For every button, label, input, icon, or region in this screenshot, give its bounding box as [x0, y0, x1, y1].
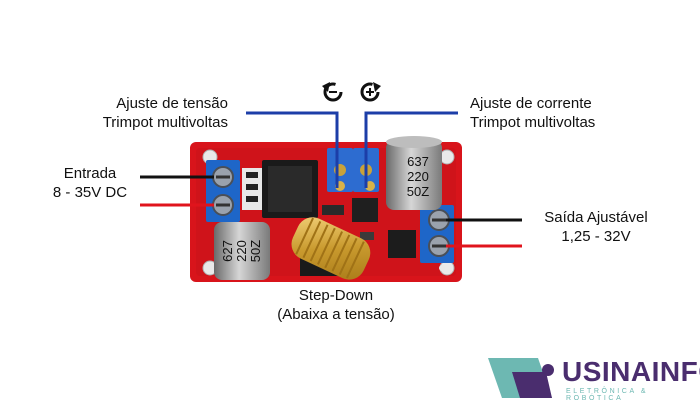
- regulator-ic: [242, 160, 318, 218]
- usinainfo-logo-icon: [488, 358, 554, 398]
- cap-left-text3: 50Z: [248, 240, 263, 262]
- voltage-trimpot: [327, 148, 353, 192]
- input-wires: [140, 175, 214, 207]
- input-line1: Entrada: [63, 165, 117, 182]
- cap-right-text1: 637: [407, 154, 429, 169]
- brand-tagline: ELETRÔNICA & ROBÓTICA: [566, 388, 649, 402]
- module-line2: (Abaixa a tensão): [277, 306, 395, 323]
- output-line2: 1,25 - 32V: [561, 228, 631, 245]
- module-line1: Step-Down: [298, 287, 374, 304]
- output-terminal: [420, 205, 454, 263]
- output-line1: Saída Ajustável: [544, 209, 648, 226]
- input-label: Entrada 8 - 35V DC: [40, 164, 140, 202]
- input-line2: 8 - 35V DC: [52, 184, 128, 201]
- cap-left-text2: 220: [234, 240, 249, 262]
- brand-logo: USINAINFO ELETRÔNICA & ROBÓTICA: [486, 352, 700, 402]
- current-adjust-line2: Trimpot multivoltas: [470, 114, 596, 131]
- brand-name: USINAINFO: [562, 356, 700, 387]
- capacitor-left: 627 220 50Z: [214, 222, 270, 280]
- module-label: Step-Down (Abaixa a tensão): [256, 286, 416, 324]
- output-wires: [446, 218, 522, 248]
- voltage-pointer-line: [246, 111, 339, 188]
- output-label: Saída Ajustável 1,25 - 32V: [526, 208, 666, 246]
- cap-right-text2: 220: [407, 169, 429, 184]
- inductor-coil: [291, 217, 371, 280]
- voltage-adjust-line1: Ajuste de tensão: [116, 95, 228, 112]
- voltage-adjust-line2: Trimpot multivoltas: [102, 114, 228, 131]
- voltage-adjust-label: Ajuste de tensão Trimpot multivoltas: [96, 94, 228, 132]
- current-adjust-line1: Ajuste de corrente: [470, 95, 592, 112]
- current-adjust-label: Ajuste de corrente Trimpot multivoltas: [470, 94, 620, 132]
- clockwise-plus-icon: [360, 82, 381, 102]
- cap-right-text3: 50Z: [407, 184, 429, 199]
- capacitor-right: 637 220 50Z: [386, 136, 442, 210]
- cap-left-text1: 627: [220, 240, 235, 262]
- current-pointer-line: [364, 111, 458, 188]
- input-terminal: [206, 160, 240, 222]
- counterclockwise-minus-icon: [322, 82, 343, 102]
